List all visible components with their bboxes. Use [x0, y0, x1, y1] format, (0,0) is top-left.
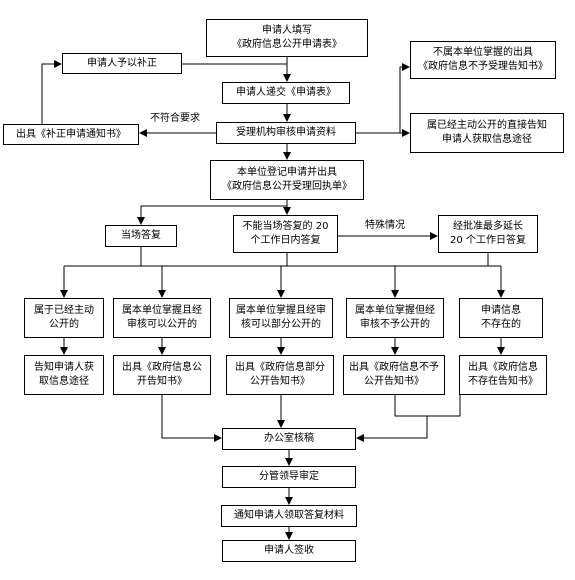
edge-label-special-case: 特殊情况 — [365, 220, 405, 231]
node-office-review: 办公室核稿 — [222, 428, 356, 450]
node-text-line: 取信息途径 — [39, 376, 89, 387]
node-text-line: 办公室核稿 — [264, 433, 314, 444]
node-issue-partial-disclosure-notice: 出具《政府信息部分公开告知书》 — [226, 355, 334, 395]
node-text-line: 分管领导审定 — [259, 471, 319, 482]
node-text-line: 本单位登记申请并出具 — [237, 167, 337, 178]
node-text-line: 不存在告知书》 — [468, 376, 538, 387]
node-text-line: 经批准最多延长 — [453, 221, 523, 232]
node-text-line: 20 个工作日答复 — [450, 235, 526, 246]
node-extended-reply: 经批准最多延长 20 个工作日答复 — [438, 215, 538, 253]
node-not-held-by-unit: 不属本单位掌握的出具《政府信息不予受理告知书》 — [410, 41, 556, 79]
node-text-line: 出具《补正申请通知书》 — [16, 128, 126, 140]
node-already-public-notify: 属已经主动公开的直接告知申请人获取信息途径 — [410, 113, 564, 153]
node-text-line: 属已经主动公开的直接告知 — [427, 120, 547, 131]
node-applicant-signs: 申请人签收 — [222, 540, 356, 562]
node-text-line: 不属本单位掌握的出具 — [433, 47, 533, 58]
node-text-line: 公开告知书》 — [364, 376, 424, 387]
edge-label-not-compliant: 不符合要求 — [150, 113, 200, 124]
node-text-line: 《政府信息公开申请表》 — [232, 39, 342, 50]
node-text-line: 申请人予以补正 — [87, 57, 157, 69]
node-applicant-supplements: 申请人予以补正 — [62, 53, 182, 74]
node-register-receipt: 本单位登记申请并出具《政府信息公开受理回执单》 — [210, 160, 364, 200]
node-text-line: 《政府信息公开受理回执单》 — [222, 181, 352, 192]
node-text-line: 开告知书》 — [137, 376, 187, 387]
node-onsite-reply: 当场答复 — [105, 225, 177, 247]
node-text-line: 出具《政府信息公 — [122, 362, 202, 373]
node-text-line: 当场答复 — [121, 230, 161, 241]
line-right-outcomes-join — [394, 395, 461, 417]
node-text-line: 不能当场答复的 20 — [242, 221, 329, 232]
node-text-line: 申请人签收 — [264, 545, 314, 556]
node-text-line: 受理机构审核申请资料 — [236, 127, 336, 138]
node-text-line: 申请信息 — [481, 305, 521, 316]
node-text-line: 审核可以公开的 — [127, 319, 197, 330]
node-issue-not-exist-notice: 出具《政府信息不存在告知书》 — [459, 355, 547, 395]
node-text-line: 审核不予公开的 — [360, 319, 430, 330]
arrow-outcome-to-office-right — [356, 416, 428, 442]
arrow-correction-to-supplement — [41, 60, 62, 124]
node-text-line: 属本单位掌握但经 — [355, 305, 435, 316]
node-notify-collect-reply: 通知申请人领取答复材料 — [221, 505, 357, 527]
node-text-line: 申请人获取信息途径 — [442, 134, 532, 145]
node-fill-application-form: 申请人填写《政府信息公开申请表》 — [206, 19, 368, 57]
node-text-line: 公开告知书》 — [250, 376, 310, 387]
node-category-not-exist: 申请信息不存在的 — [459, 298, 543, 338]
node-text-line: 通知申请人领取答复材料 — [234, 510, 344, 521]
arrow-outcome-to-office-left — [161, 395, 222, 442]
node-review-materials: 受理机构审核申请资料 — [216, 122, 356, 144]
node-text-line: 个工作日内答复 — [250, 235, 321, 246]
node-text-line: 属本单位掌握且经 — [122, 305, 202, 316]
node-category-already-public: 属于已经主动公开的 — [24, 298, 104, 338]
node-text-line: 申请人递交《申请表》 — [236, 87, 336, 98]
node-submit-application: 申请人递交《申请表》 — [222, 82, 350, 104]
node-issue-nondisclosure-notice: 出具《政府信息不予公开告知书》 — [343, 355, 445, 395]
arrow-review-to-not-held — [356, 63, 410, 134]
node-leader-approval: 分管领导审定 — [222, 466, 356, 488]
node-text-line: 《政府信息不予受理告知书》 — [418, 61, 548, 72]
node-text-line: 属于已经主动 — [34, 305, 94, 316]
node-notify-access-route: 告知申请人获取信息途径 — [24, 355, 104, 395]
node-text-line: 属本单位掌握且经审 — [236, 305, 326, 316]
node-text-line: 出具《政府信息 — [468, 362, 538, 373]
node-reply-within-20-days: 不能当场答复的 20 个工作日内答复 — [233, 215, 338, 253]
node-text-line: 告知申请人获 — [34, 362, 94, 373]
node-text-line: 不存在的 — [481, 319, 521, 330]
node-text-line: 公开的 — [49, 319, 79, 330]
node-issue-correction-notice: 出具《补正申请通知书》 — [3, 124, 139, 145]
node-text-line: 出具《政府信息部分 — [235, 362, 325, 373]
node-text-line: 申请人填写 — [262, 25, 312, 36]
node-text-line: 出具《政府信息不予 — [349, 362, 439, 373]
node-category-partial-disclose: 属本单位掌握且经审核可以部分公开的 — [229, 298, 333, 338]
node-category-can-disclose: 属本单位掌握且经审核可以公开的 — [113, 298, 211, 338]
node-text-line: 核可以部分公开的 — [241, 319, 321, 330]
arrow-register-to-onsite — [137, 205, 287, 225]
node-issue-disclosure-notice: 出具《政府信息公开告知书》 — [113, 355, 211, 395]
node-category-not-disclose: 属本单位掌握但经审核不予公开的 — [346, 298, 444, 338]
